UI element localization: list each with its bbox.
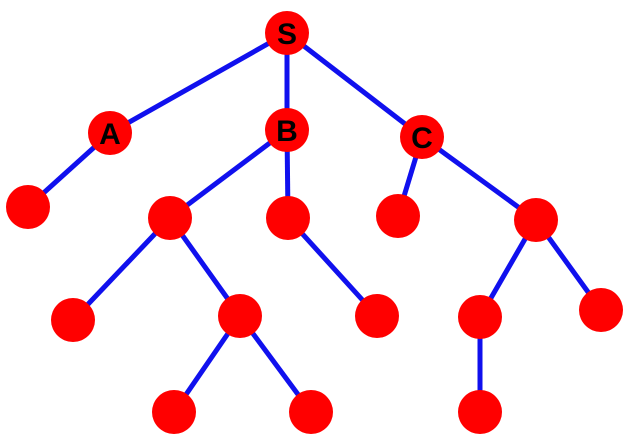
- node-b1a: [51, 298, 95, 342]
- node-b2: [266, 196, 310, 240]
- node-circle: [355, 294, 399, 338]
- node-circle: [376, 194, 420, 238]
- nodes: S A B C: [6, 11, 623, 434]
- node-c2a1: [458, 390, 502, 434]
- node-c1: [376, 194, 420, 238]
- node-circle: [579, 288, 623, 332]
- node-label: A: [99, 118, 121, 151]
- node-circle: [88, 111, 132, 155]
- node-circle: [400, 115, 444, 159]
- node-b1b2: [289, 390, 333, 434]
- edge-C-c2: [420, 134, 538, 223]
- node-circle: [265, 11, 309, 55]
- edge-S-A: [108, 30, 289, 136]
- node-c2a: [458, 295, 502, 339]
- node-b1b1: [152, 390, 196, 434]
- node-circle: [289, 390, 333, 434]
- node-B: B: [265, 108, 309, 152]
- node-A: A: [88, 111, 132, 155]
- node-circle: [152, 390, 196, 434]
- edge-b1-b1a: [71, 216, 172, 322]
- edge-B-b1: [168, 128, 289, 220]
- node-circle: [265, 108, 309, 152]
- node-C: C: [400, 115, 444, 159]
- node-b2a: [355, 294, 399, 338]
- edge-b2-b2a: [286, 216, 379, 318]
- node-circle: [514, 198, 558, 242]
- node-c2b: [579, 288, 623, 332]
- node-c2: [514, 198, 558, 242]
- node-label: C: [411, 122, 433, 155]
- node-circle: [51, 298, 95, 342]
- node-b1b: [218, 294, 262, 338]
- node-circle: [458, 390, 502, 434]
- node-circle: [458, 295, 502, 339]
- node-circle: [148, 196, 192, 240]
- node-S: S: [265, 11, 309, 55]
- node-a1: [6, 185, 50, 229]
- node-circle: [218, 294, 262, 338]
- node-label: S: [277, 18, 297, 51]
- node-circle: [266, 196, 310, 240]
- edge-S-C: [285, 31, 424, 139]
- node-circle: [6, 185, 50, 229]
- node-b1: [148, 196, 192, 240]
- node-label: B: [276, 115, 298, 148]
